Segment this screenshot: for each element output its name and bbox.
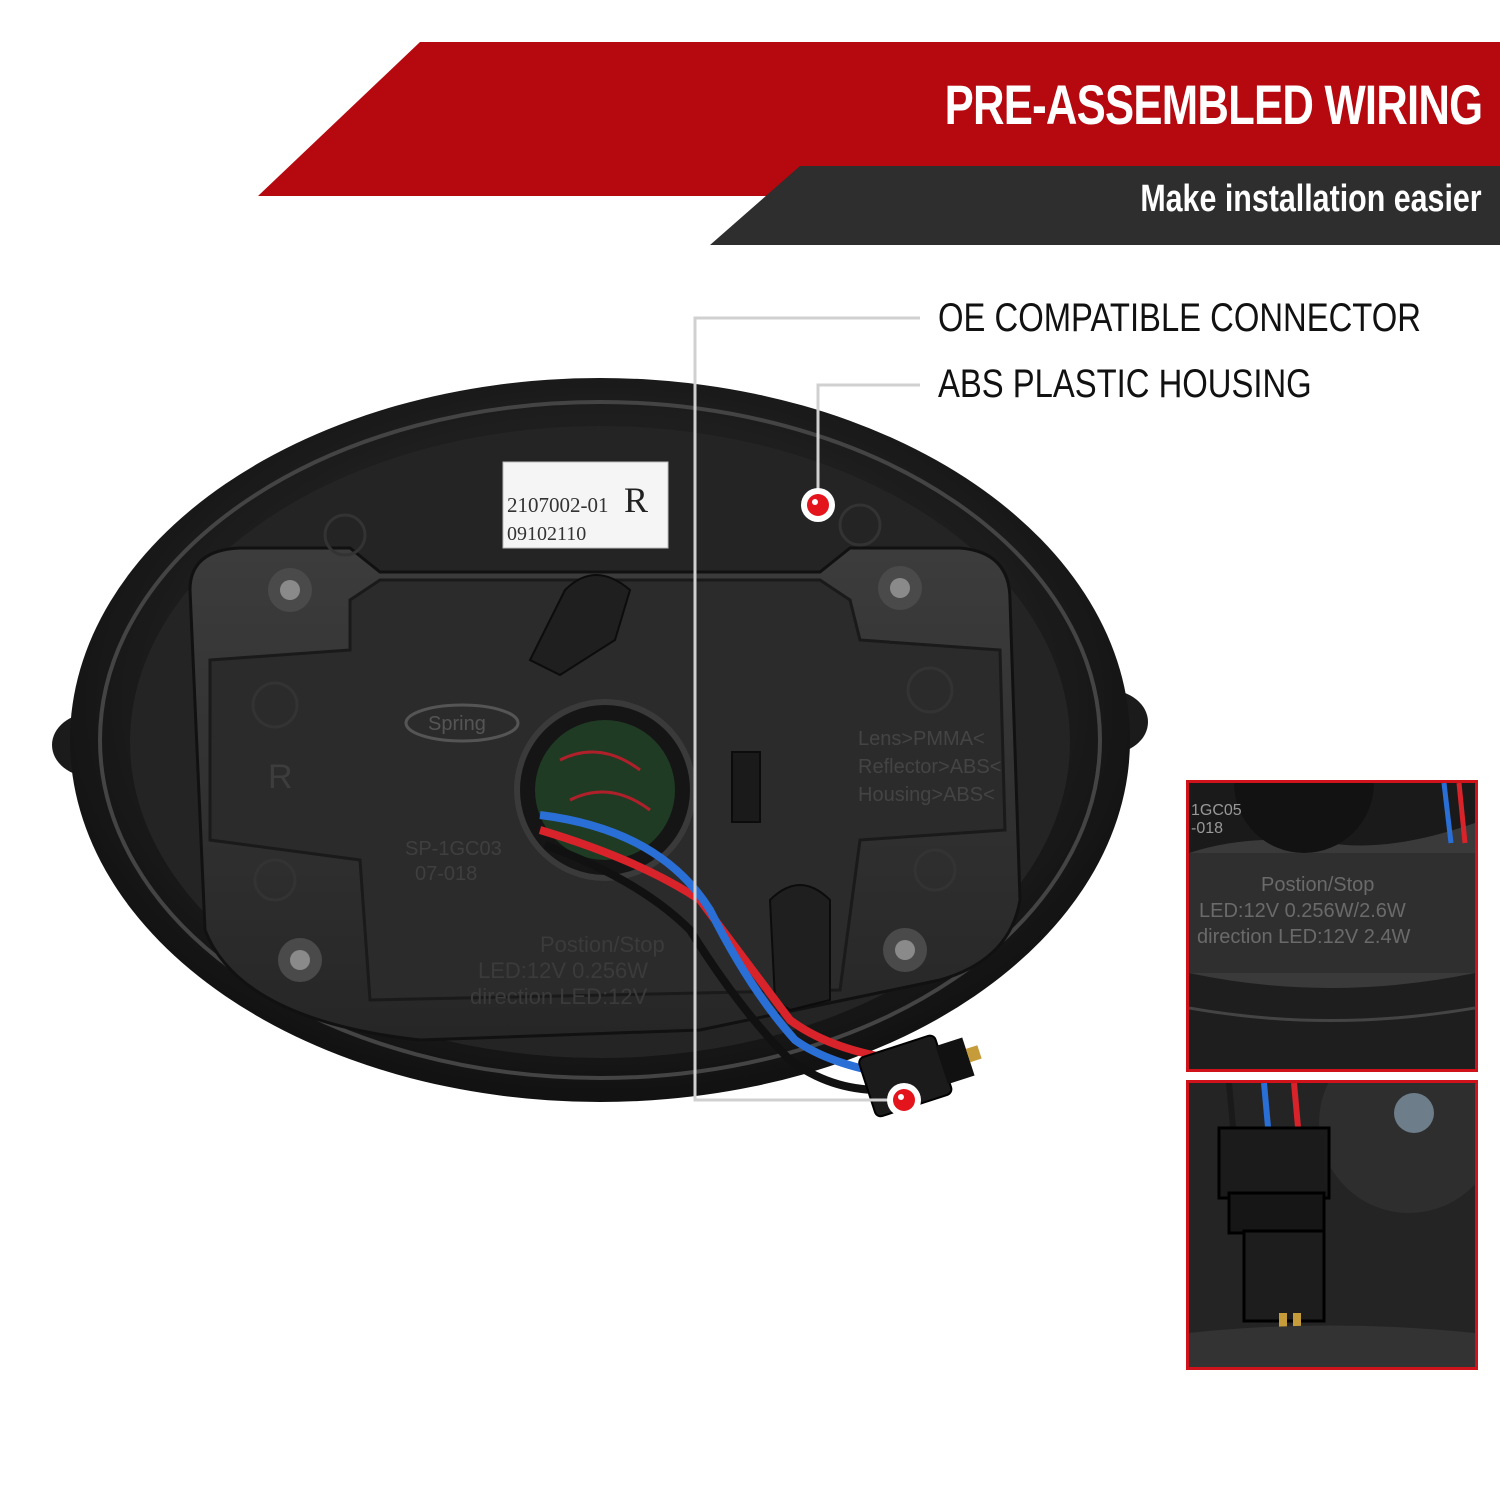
inset-spec-line-3: direction LED:12V 2.4W (1197, 926, 1411, 948)
emboss-side: R (268, 758, 293, 796)
page-subtitle: Make installation easier (1140, 178, 1482, 220)
sticker-serial: 09102110 (507, 523, 586, 545)
banner-dark-band (710, 166, 1500, 245)
callout-housing-label: ABS PLASTIC HOUSING (938, 362, 1312, 406)
header-banner (258, 42, 1500, 245)
emboss-material-3: Housing>ABS< (858, 784, 995, 806)
inset-spec-part-1: 1GC05 (1191, 802, 1242, 819)
connector-closeup (1217, 1126, 1331, 1339)
emboss-material-2: Reflector>ABS< (858, 756, 1001, 778)
callout-dot-housing (801, 488, 835, 522)
emboss-spec-3: direction LED:12V (470, 984, 648, 1009)
wire-red (538, 826, 901, 1064)
emboss-spec-2: LED:12V 0.256W (478, 958, 648, 983)
callout-dot-connector (887, 1083, 921, 1117)
callout-leaders (693, 316, 920, 1102)
inset-spec-line-2: LED:12V 0.256W/2.6W (1199, 900, 1406, 922)
emboss-part-line2: 07-018 (415, 863, 477, 885)
vent-nub-top (528, 574, 632, 677)
inset-spec-closeup: 1GC05 -018 Postion/Stop LED:12V 0.256W/2… (1186, 780, 1478, 1072)
page-title: PRE-ASSEMBLED WIRING (944, 73, 1482, 136)
inset-spec-line-1: Postion/Stop (1261, 874, 1374, 896)
emboss-spec-1: Postion/Stop (540, 932, 665, 957)
inset-connector-closeup (1186, 1080, 1478, 1370)
housing-rim (98, 400, 1102, 1080)
screw-posts (268, 566, 927, 982)
part-sticker (502, 461, 669, 549)
emboss-part: SP-1GC03 (405, 838, 502, 860)
emboss-material-1: Lens>PMMA< (858, 728, 985, 750)
wire-blue (539, 811, 896, 1079)
tab-clip (731, 751, 761, 823)
callout-connector-label: OE COMPATIBLE CONNECTOR (938, 296, 1421, 340)
brand-emboss (404, 703, 520, 743)
wire-black (543, 841, 881, 1094)
vent-nub-bottom (768, 884, 831, 1012)
emboss-brand: Spring (428, 713, 486, 735)
banner-red-band (258, 42, 1500, 196)
connector (858, 1034, 982, 1118)
sticker-code: 2107002-01 (507, 493, 609, 517)
sticker-side: R (624, 480, 648, 520)
inset-spec-part-2: -018 (1191, 820, 1223, 837)
